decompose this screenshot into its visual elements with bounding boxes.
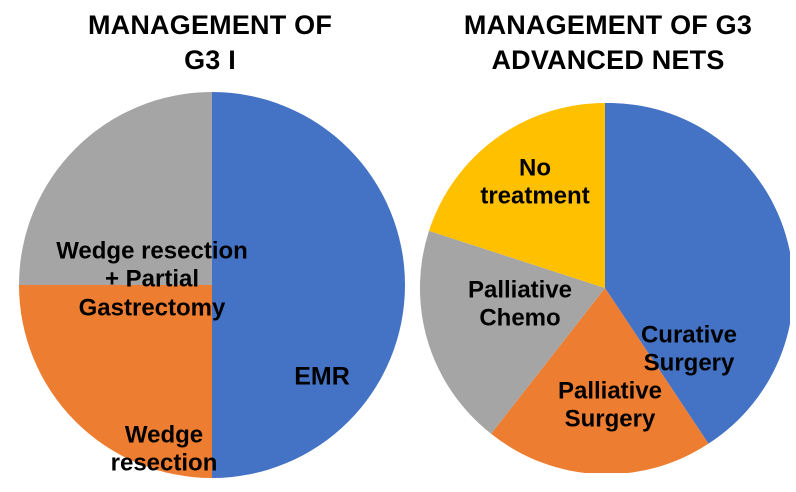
chart-panel-right: MANAGEMENT OF G3 ADVANCED NETS Curative … [420,0,796,492]
pie-slice-wedge-resection[interactable] [19,285,212,478]
pie-right-svg [420,103,790,473]
page-title-right: MANAGEMENT OF G3 ADVANCED NETS [463,10,753,75]
page-title-left: MANAGEMENT OF G3 I [87,10,333,75]
pie-slice-curative-surgery[interactable] [605,103,790,444]
pie-slice-emr[interactable] [212,92,405,478]
pie-left-svg [19,92,405,478]
pie-slice-wedge-partial-gastrectomy[interactable] [19,92,212,285]
chart-panel-left: MANAGEMENT OF G3 I EMR Wedge resection W… [19,10,405,478]
pie-slice-no-treatment[interactable] [428,103,605,288]
pie-chart-right: Curative Surgery Palliative Surgery Pall… [420,103,790,473]
pie-slice-palliative-surgery[interactable] [491,288,709,473]
pie-slice-palliative-chemo[interactable] [420,230,605,434]
pie-chart-left: EMR Wedge resection Wedge resection + Pa… [19,92,405,478]
